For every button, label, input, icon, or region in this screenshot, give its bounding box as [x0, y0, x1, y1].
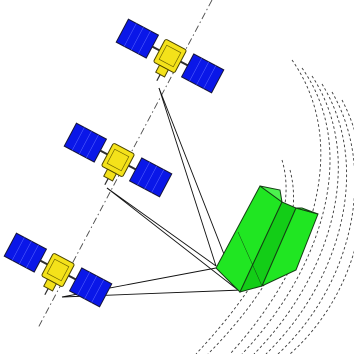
solar-panel-left	[115, 18, 160, 59]
satellite-top	[115, 18, 225, 94]
satellite-middle	[63, 122, 173, 198]
ground-line	[265, 83, 348, 354]
ray-middle-to-base-right	[106, 187, 239, 291]
solar-panel-left	[63, 122, 108, 163]
solar-panel-left	[3, 232, 48, 273]
ray-middle-to-base-left	[106, 187, 217, 267]
ground-line	[277, 91, 354, 354]
ray-top-to-base-left	[158, 87, 217, 267]
solar-panel-right	[68, 267, 113, 308]
building	[215, 185, 319, 293]
building-edge	[237, 231, 263, 287]
ground-line	[253, 75, 339, 354]
satellite-bottom	[3, 232, 113, 308]
ground-line	[229, 59, 322, 354]
ground-range-lines	[195, 59, 354, 354]
building-roof-low	[295, 207, 319, 215]
solar-panel-right	[180, 53, 225, 94]
building-roof-tall	[259, 185, 283, 204]
ground-line	[289, 99, 354, 354]
solar-panel-right	[128, 157, 173, 198]
ground-line	[241, 67, 331, 354]
